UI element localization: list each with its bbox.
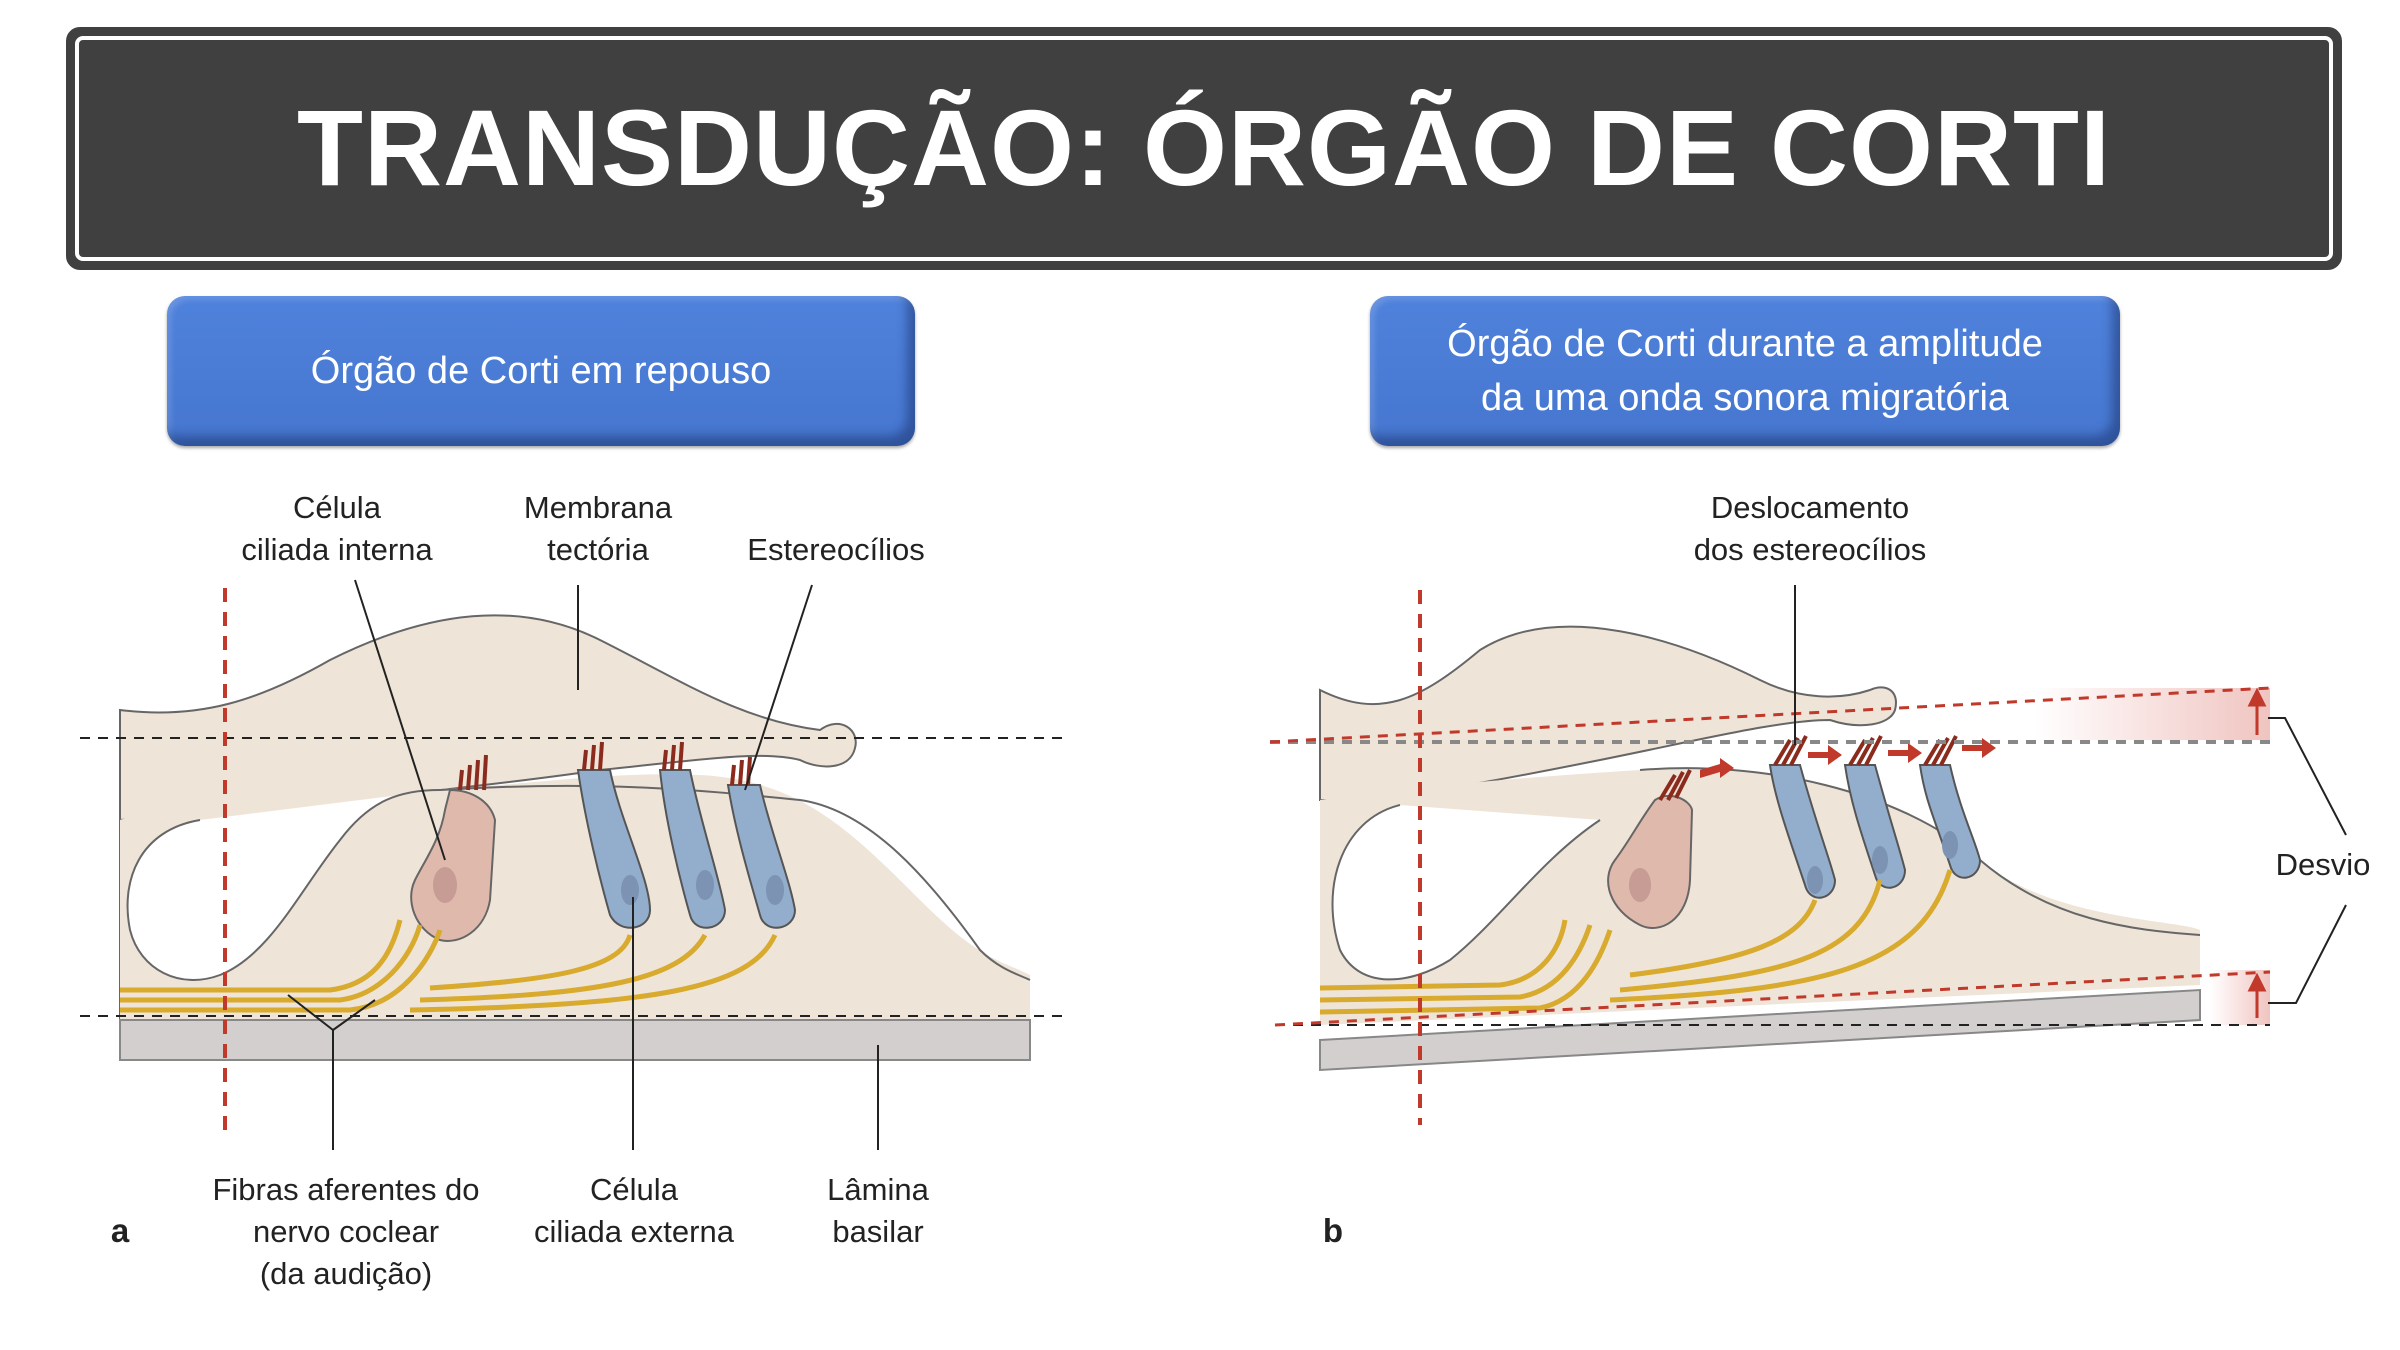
title-banner-inner: TRANSDUÇÃO: ÓRGÃO DE CORTI — [75, 36, 2333, 261]
label-outer-cell-1: Célula — [590, 1172, 679, 1207]
label-basilar-1: Lâmina — [827, 1172, 929, 1207]
traveling-wave-button[interactable]: Órgão de Corti durante a amplitude da um… — [1370, 296, 2120, 446]
label-displacement-2: dos estereocílios — [1694, 532, 1927, 567]
rest-state-label: Órgão de Corti em repouso — [310, 350, 772, 392]
label-inner-hair-cell-2: ciliada interna — [241, 532, 433, 567]
panel-a-diagram: Célula ciliada interna Membrana tectória… — [80, 490, 1070, 1291]
title-banner: TRANSDUÇÃO: ÓRGÃO DE CORTI — [66, 27, 2342, 270]
traveling-wave-label-line2: da uma onda sonora migratória — [1480, 377, 2010, 419]
label-fibers-2: nervo coclear — [253, 1214, 439, 1249]
panel-letter-b: b — [1323, 1212, 1343, 1249]
label-stereocilia: Estereocílios — [747, 532, 924, 567]
label-basilar-2: basilar — [832, 1214, 923, 1249]
label-tectorial-1: Membrana — [524, 490, 673, 525]
page-title: TRANSDUÇÃO: ÓRGÃO DE CORTI — [297, 87, 2111, 208]
label-displacement-1: Deslocamento — [1711, 490, 1909, 525]
panel-letter-a: a — [111, 1212, 130, 1249]
label-deflection: Desvio — [2276, 847, 2371, 882]
rest-state-button[interactable]: Órgão de Corti em repouso — [167, 296, 915, 446]
label-outer-cell-2: ciliada externa — [534, 1214, 735, 1249]
label-tectorial-2: tectória — [547, 532, 649, 567]
traveling-wave-label-line1: Órgão de Corti durante a amplitude — [1447, 323, 2043, 365]
label-fibers-3: (da audição) — [260, 1256, 432, 1291]
panel-b-diagram: Deslocamento dos estereocílios Desvio b — [1269, 490, 2371, 1249]
label-fibers-1: Fibras aferentes do — [212, 1172, 479, 1207]
label-inner-hair-cell-1: Célula — [293, 490, 382, 525]
